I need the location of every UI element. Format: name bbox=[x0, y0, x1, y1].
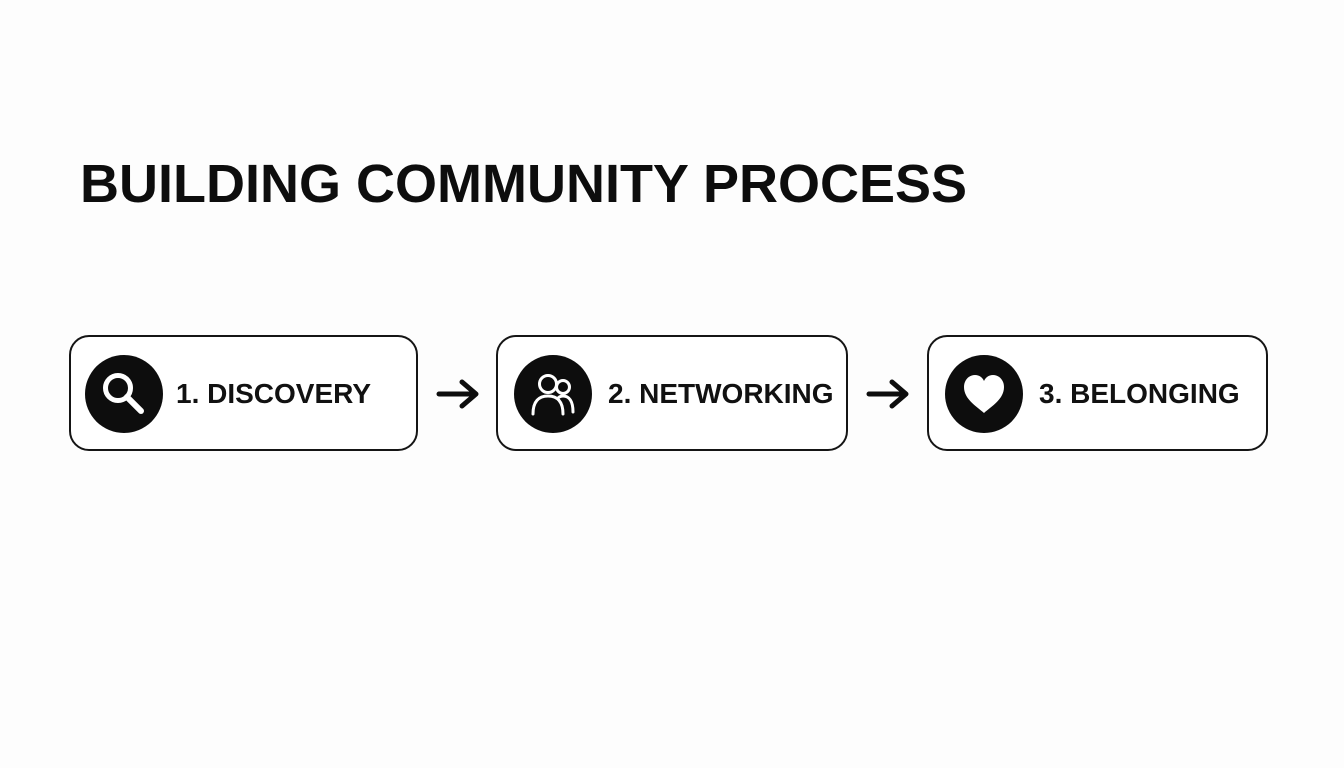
arrow-right-icon bbox=[866, 379, 909, 409]
magnifier-icon bbox=[85, 355, 163, 433]
step-discovery: 1. DISCOVERY bbox=[69, 335, 418, 451]
step-label: 1. DISCOVERY bbox=[176, 378, 372, 409]
page-title: BUILDING COMMUNITY PROCESS bbox=[80, 154, 968, 214]
people-icon bbox=[514, 355, 592, 433]
heart-icon bbox=[945, 355, 1023, 433]
step-belonging: 3. BELONGING bbox=[927, 335, 1268, 451]
arrow-right-icon bbox=[436, 379, 479, 409]
step-label: 2. NETWORKING bbox=[608, 378, 834, 409]
step-label: 3. BELONGING bbox=[1039, 378, 1240, 409]
step-networking: 2. NETWORKING bbox=[496, 335, 848, 451]
